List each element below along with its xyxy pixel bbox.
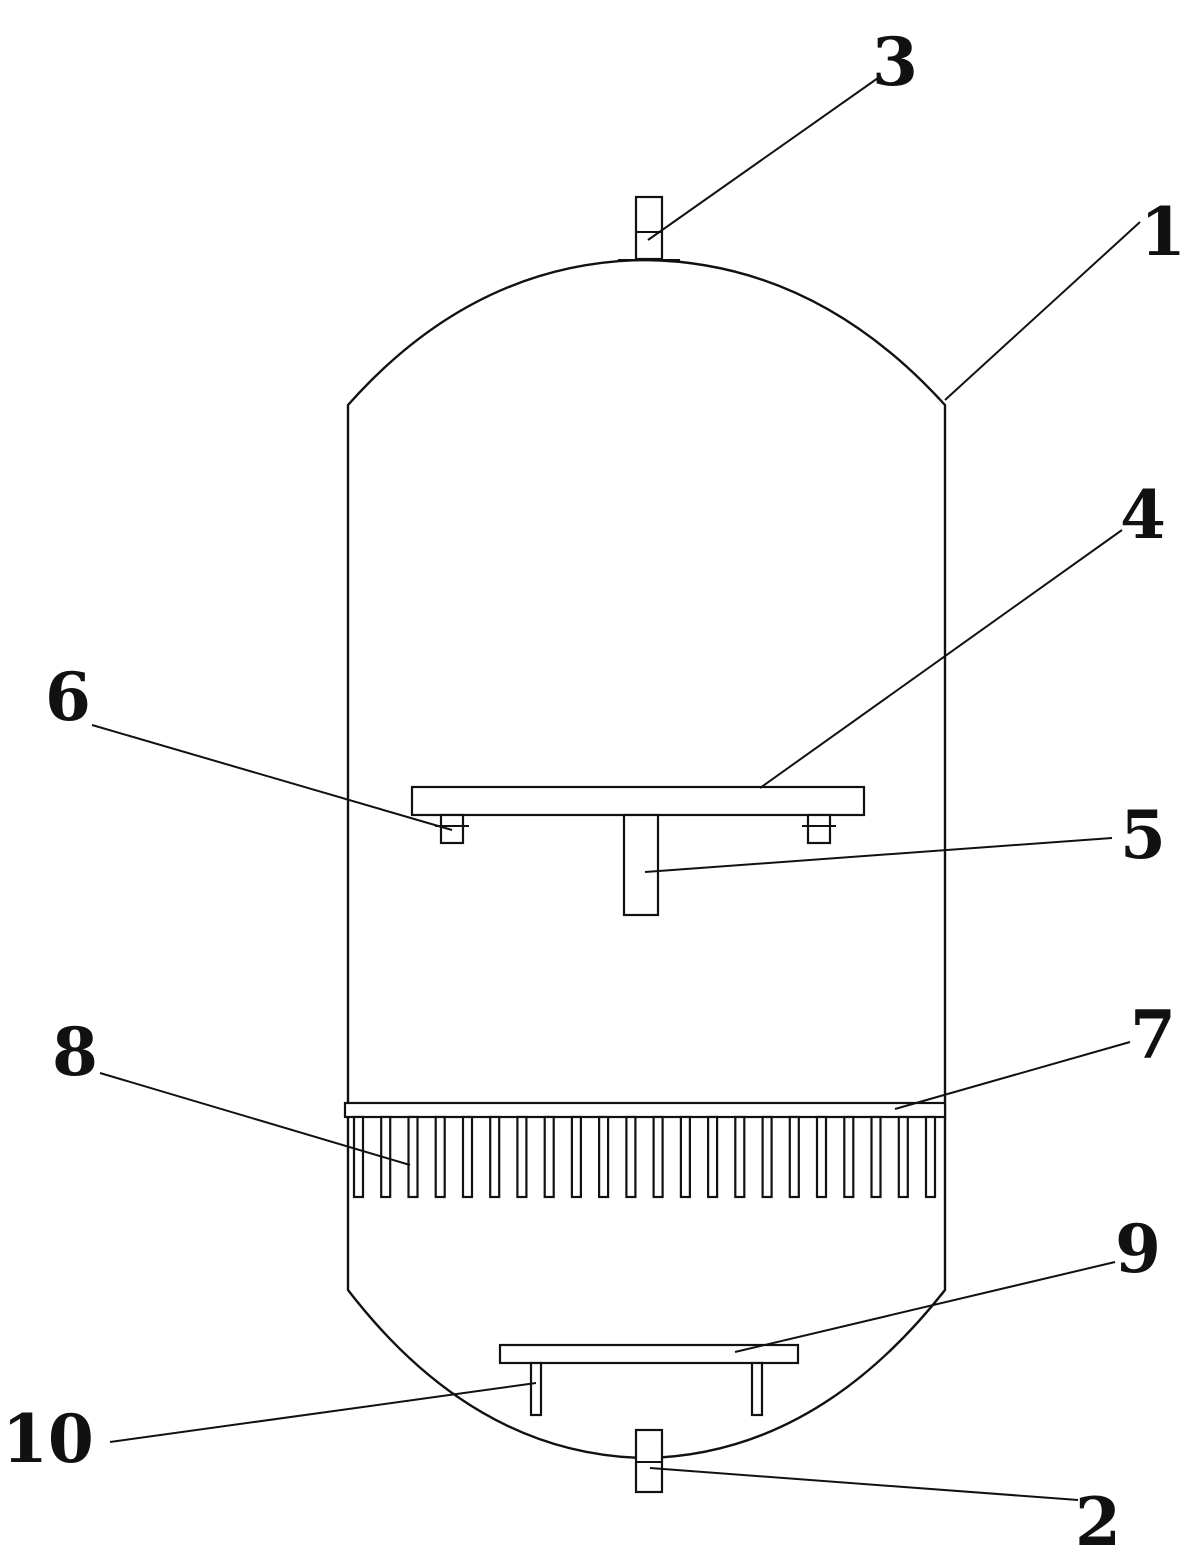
- tube: [597, 1115, 610, 1199]
- label-6: 6: [45, 658, 91, 736]
- tube: [543, 1115, 555, 1199]
- label-5: 5: [1120, 796, 1166, 874]
- vessel-body: [346, 258, 947, 1460]
- leader-10: [109, 1382, 537, 1443]
- tube: [788, 1115, 800, 1199]
- label-7: 7: [1130, 996, 1176, 1074]
- leader-5: [644, 837, 1113, 873]
- top-nozzle: [634, 195, 664, 261]
- leader-4: [759, 529, 1123, 789]
- leader-1: [944, 221, 1141, 401]
- label-9: 9: [1115, 1210, 1161, 1288]
- nozzle-right: [806, 813, 832, 845]
- lower-plate: [498, 1343, 800, 1365]
- tube-bundle: [352, 1115, 937, 1199]
- tube: [652, 1115, 664, 1199]
- leader-7: [894, 1041, 1131, 1110]
- tube: [897, 1115, 909, 1199]
- label-3: 3: [872, 23, 918, 101]
- leader-2: [649, 1467, 1079, 1501]
- tube: [516, 1115, 528, 1199]
- label-8: 8: [52, 1013, 98, 1091]
- tube: [489, 1115, 501, 1199]
- tube: [570, 1115, 583, 1199]
- label-4: 4: [1120, 476, 1166, 554]
- tube: [706, 1115, 719, 1199]
- tube: [924, 1115, 937, 1199]
- tube: [407, 1115, 419, 1199]
- tube: [352, 1115, 365, 1199]
- central-pipe: [622, 813, 660, 917]
- tube: [679, 1115, 692, 1199]
- label-2: 2: [1075, 1483, 1121, 1561]
- label-10: 10: [2, 1400, 94, 1478]
- tube: [815, 1115, 828, 1199]
- support-left: [529, 1361, 543, 1417]
- leader-8: [99, 1072, 411, 1166]
- label-1: 1: [1140, 193, 1186, 271]
- tube: [843, 1115, 855, 1199]
- tube: [761, 1115, 773, 1199]
- tube: [434, 1115, 446, 1199]
- support-right: [750, 1361, 764, 1417]
- leader-6: [91, 724, 453, 831]
- tube-sheet: [343, 1101, 947, 1119]
- leader-9: [734, 1261, 1116, 1353]
- tube: [870, 1115, 882, 1199]
- tube: [461, 1115, 474, 1199]
- tube: [734, 1115, 746, 1199]
- leader-3: [647, 77, 879, 241]
- upper-plate: [410, 785, 866, 817]
- tube: [625, 1115, 637, 1199]
